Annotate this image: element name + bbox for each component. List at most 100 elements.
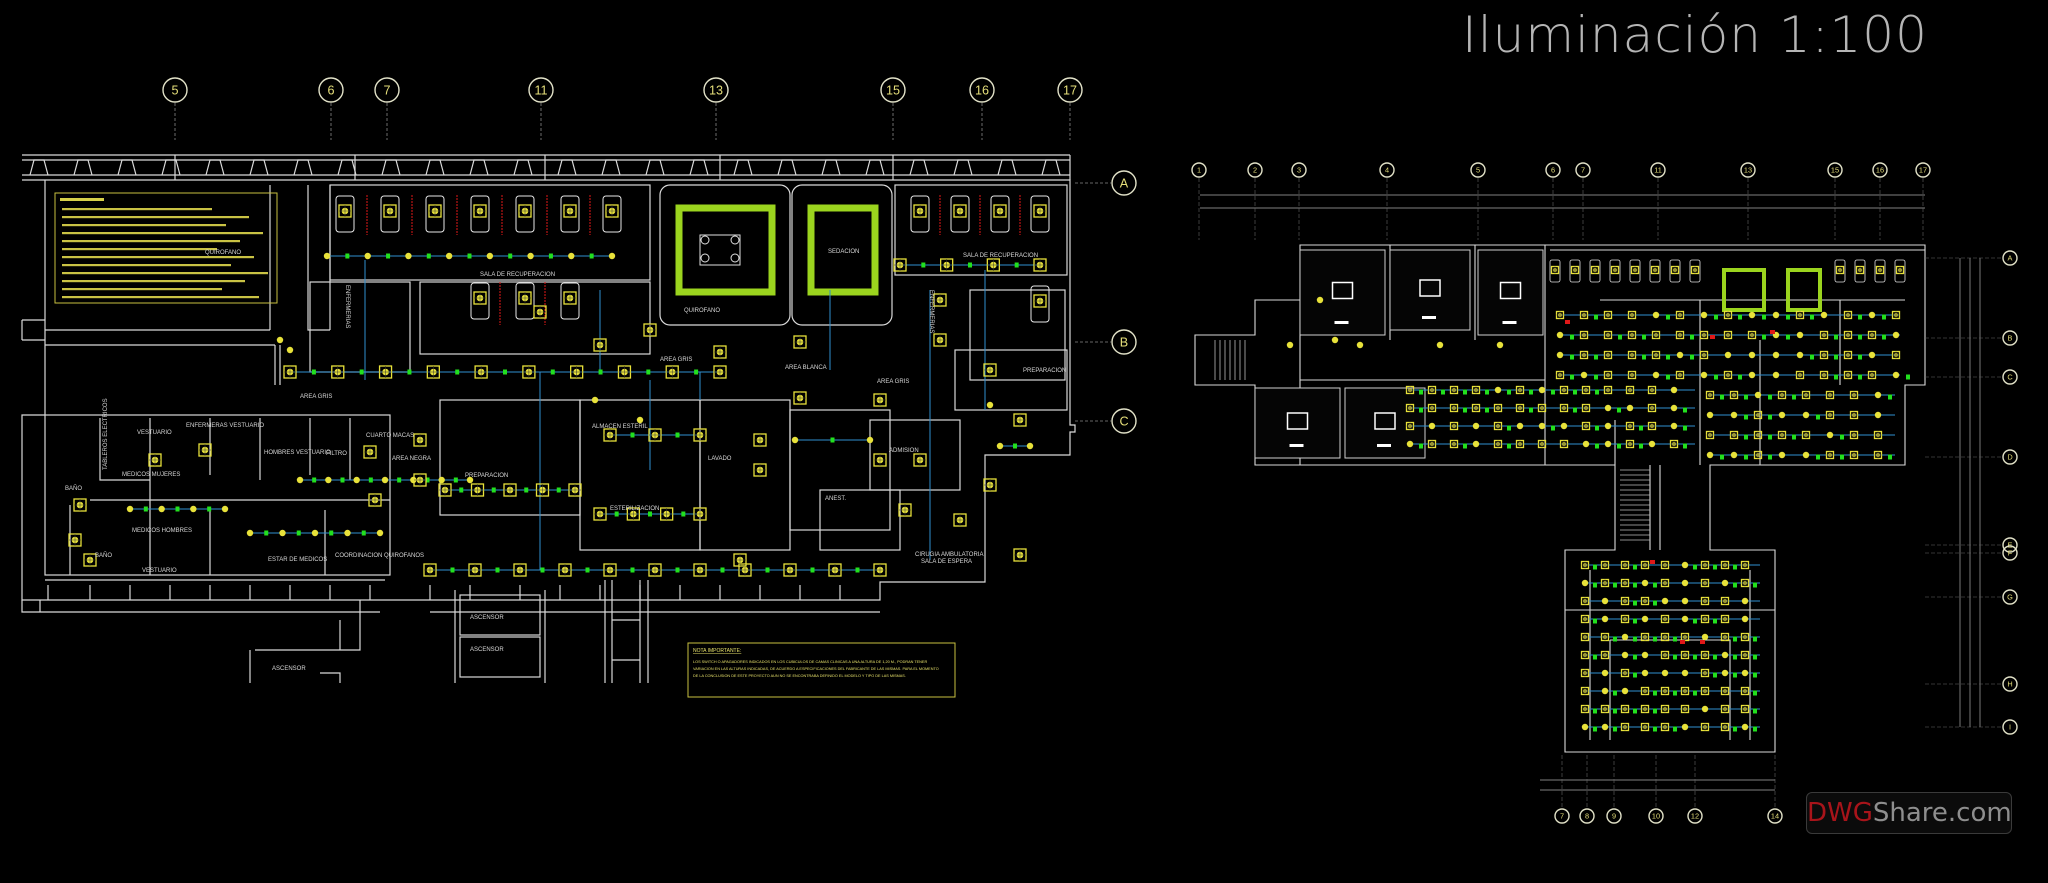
- lamp-cross: [1601, 651, 1609, 659]
- spec-line: [62, 232, 263, 235]
- lamp-cross: [1621, 579, 1629, 587]
- room-label: VESTUARIO: [137, 430, 172, 436]
- grid-bubble-label: 10: [1652, 812, 1660, 821]
- grid-bubble-label: 4: [1385, 166, 1389, 175]
- switch-icon: [694, 369, 699, 375]
- light-fixture: [1849, 390, 1859, 400]
- lamp-cross: [519, 205, 531, 217]
- lamp-cross: [1836, 266, 1844, 274]
- switch-icon: [1810, 354, 1814, 360]
- switch-icon: [1613, 582, 1617, 588]
- lamp-cross: [1802, 391, 1810, 399]
- bed-icon: [602, 195, 622, 233]
- lamp-cross: [1741, 705, 1749, 713]
- lamp-cross: [874, 454, 886, 466]
- switch-icon: [1714, 374, 1718, 380]
- light-fixture: [426, 365, 440, 379]
- light-fixture: [1600, 650, 1610, 660]
- light-fixture: [1515, 403, 1525, 413]
- lamp-cross: [1582, 404, 1590, 412]
- dark-room: [1299, 249, 1386, 336]
- grid-bubble-circle: [703, 77, 729, 103]
- switch-icon: [359, 369, 364, 375]
- lamp-cross: [1826, 391, 1834, 399]
- lamp-cross: [1516, 404, 1524, 412]
- grid-bubble-circle: [1872, 162, 1888, 178]
- lamp-cross: [1876, 266, 1884, 274]
- room-label: MEDICOS HOMBRES: [132, 528, 192, 534]
- light-fixture: [428, 204, 442, 218]
- light-fixture: [1627, 310, 1637, 320]
- switch-icon: [1642, 354, 1646, 360]
- switch-icon: [1642, 334, 1646, 340]
- grid-bubble-label: 8: [1585, 812, 1589, 821]
- downlight-icon: [1538, 422, 1546, 430]
- switch-icon: [1693, 564, 1697, 570]
- switch-icon: [968, 262, 972, 268]
- lamp-cross: [1516, 440, 1524, 448]
- grid-bubble: 15: [1827, 162, 1843, 178]
- lamp-cross: [1730, 431, 1738, 439]
- room-label: ASCENSOR: [470, 647, 504, 653]
- window-frame: [117, 159, 137, 176]
- wall: [699, 399, 791, 551]
- switch-icon: [1593, 654, 1597, 660]
- switch-icon: [1733, 726, 1737, 732]
- downlight-icon: [1721, 579, 1729, 587]
- light-fixture: [993, 204, 1007, 218]
- light-fixtures: [68, 204, 1047, 577]
- light-fixture: [1471, 385, 1481, 395]
- switch-icon: [1858, 314, 1862, 320]
- circuit-line: [364, 260, 986, 570]
- grid-bubble-circle: [1915, 162, 1931, 178]
- grid-bubble-circle: [1545, 162, 1561, 178]
- lamp-cross: [1721, 723, 1729, 731]
- switch-icon: [1693, 618, 1697, 624]
- downlight-icon: [1538, 386, 1546, 394]
- lamp-cross: [339, 205, 351, 217]
- downlight-icon: [1772, 311, 1780, 319]
- light-fixture: [1580, 650, 1590, 660]
- lamp-cross: [1681, 687, 1689, 695]
- dark-room: [1254, 387, 1341, 459]
- light-fixture: [473, 204, 487, 218]
- spec-line: [62, 216, 249, 219]
- light-fixture: [1660, 578, 1670, 588]
- lamp-cross: [1844, 311, 1852, 319]
- lamp-cross: [1581, 597, 1589, 605]
- lamp-cross: [874, 394, 886, 406]
- grid-bubble-label: C: [1119, 415, 1128, 429]
- grid-bubble-circle: [1470, 162, 1486, 178]
- switch-icon: [1653, 690, 1657, 696]
- downlight-icon: [1874, 391, 1882, 399]
- lamp-cross: [1581, 705, 1589, 713]
- window-strip: [22, 154, 1071, 180]
- lamp-cross: [369, 494, 381, 506]
- recovery-room-wall: [329, 184, 651, 281]
- light-fixture: [1729, 430, 1739, 440]
- room-label: BAÑO: [65, 485, 82, 492]
- lamp-cross: [1591, 266, 1599, 274]
- light-fixture: [1647, 403, 1657, 413]
- switch-icon: [1593, 564, 1597, 570]
- table-icon: [1286, 412, 1309, 430]
- downlight-icon: [1724, 351, 1732, 359]
- light-fixture: [1627, 350, 1637, 360]
- spec-line: [62, 272, 268, 275]
- downlight-icon: [1826, 431, 1834, 439]
- drawing-title: Iluminación 1:100: [1462, 6, 1928, 64]
- downlight-icon: [410, 476, 417, 484]
- grid-bubble: 16: [1872, 162, 1888, 178]
- lamp-cross: [1582, 422, 1590, 430]
- lamp-cross: [1428, 440, 1436, 448]
- switch-icon: [1858, 334, 1862, 340]
- window-frame: [557, 159, 577, 176]
- lamp-cross: [1661, 723, 1669, 731]
- lamp-cross: [1538, 440, 1546, 448]
- dark-room: [1344, 387, 1426, 459]
- light-fixture: [1740, 686, 1750, 696]
- room-wall: [1254, 387, 1341, 459]
- bed-icon: [560, 195, 580, 233]
- lamp-cross: [1641, 561, 1649, 569]
- light-fixture: [1033, 204, 1047, 218]
